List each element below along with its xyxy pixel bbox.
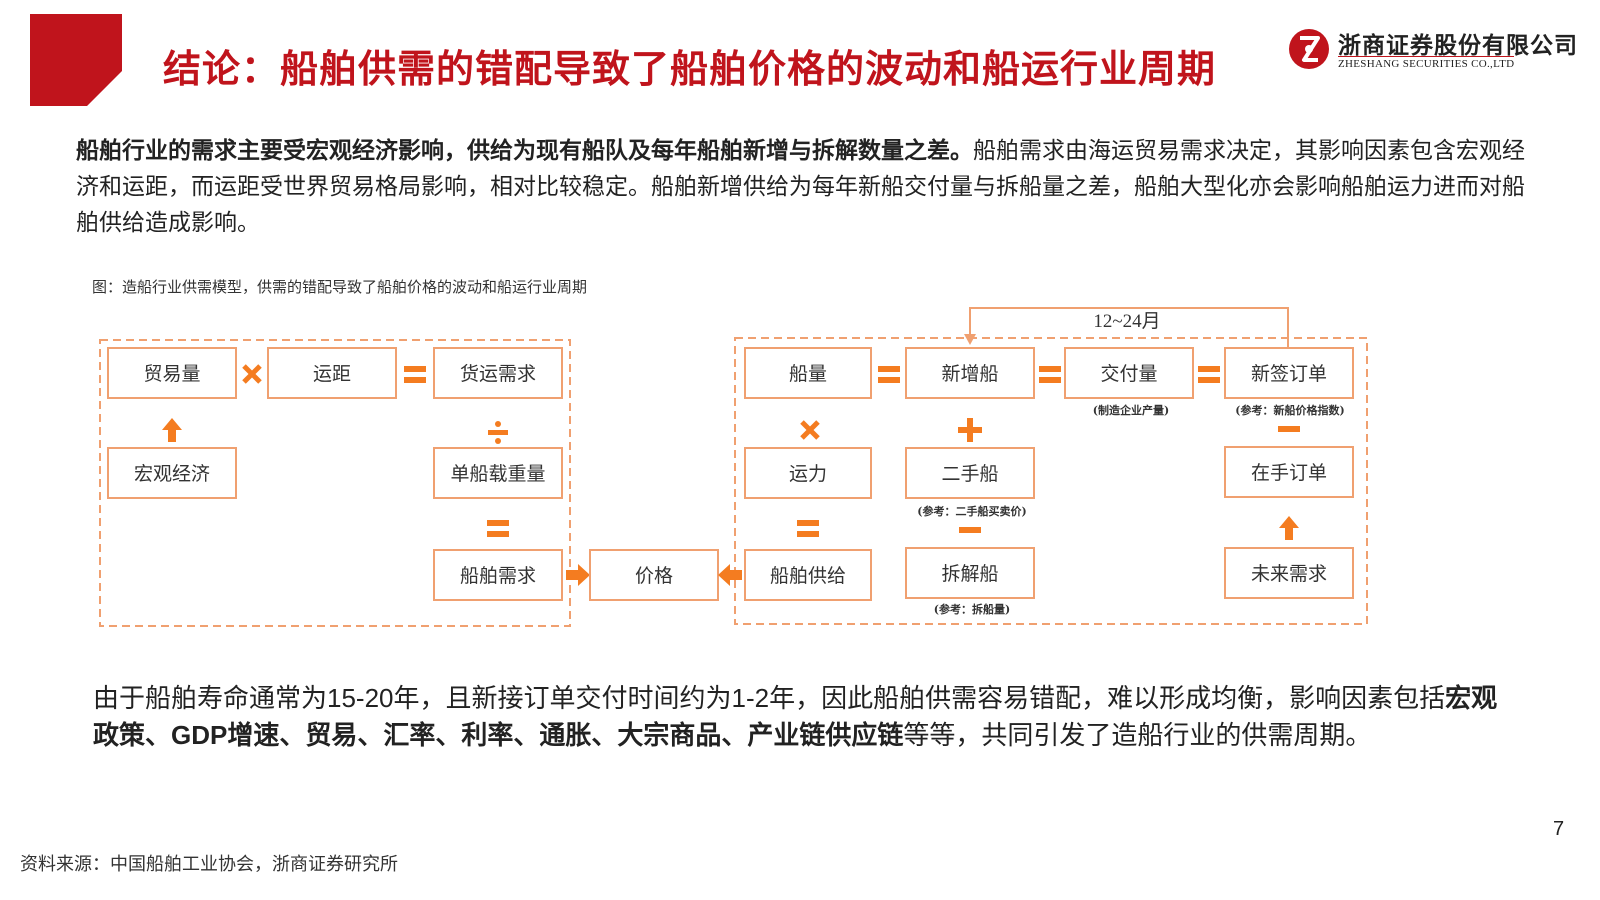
page-title: 结论：船舶供需的错配导致了船舶价格的波动和船运行业周期: [163, 47, 1217, 91]
note-deliveries: (制造企业产量): [1093, 403, 1169, 417]
node-new-ships-label: 新增船: [941, 363, 998, 385]
node-macro: 宏观经济: [107, 447, 237, 499]
node-ship-supply: 船舶供给: [744, 549, 872, 601]
node-load-weight-label: 单船载重量: [450, 463, 545, 485]
node-new-orders: 新签订单: [1224, 347, 1354, 399]
left-arrow-icon: [718, 564, 742, 586]
logo-company-name-en: ZHESHANG SECURITIES CO.,LTD: [1338, 56, 1515, 70]
equals-icon: [487, 520, 509, 537]
node-distance: 运距: [267, 347, 397, 399]
cycle-label: 12~24月: [1093, 311, 1160, 332]
node-second-hand: 二手船: [905, 447, 1035, 499]
node-new-ships: 新增船: [905, 347, 1035, 399]
node-new-orders-label: 新签订单: [1251, 363, 1327, 385]
node-load-weight: 单船载重量: [433, 447, 563, 499]
minus-icon: [959, 527, 981, 533]
equals-icon: [1198, 366, 1220, 383]
node-trade-volume: 贸易量: [107, 347, 237, 399]
node-ship-supply-label: 船舶供给: [770, 565, 846, 587]
supply-group-border: [734, 337, 1368, 625]
node-capacity: 运力: [744, 447, 872, 499]
node-price: 价格: [589, 549, 719, 601]
node-orderbook-label: 在手订单: [1251, 462, 1327, 484]
node-deliveries: 交付量: [1064, 347, 1194, 399]
node-capacity-label: 运力: [789, 463, 827, 485]
node-future-demand: 未来需求: [1224, 547, 1354, 599]
source-note: 资料来源：中国船舶工业协会，浙商证券研究所: [20, 854, 398, 874]
minus-icon: [1278, 426, 1300, 432]
intro-bold: 船舶行业的需求主要受宏观经济影响，供给为现有船队及每年船舶新增与拆解数量之差。: [76, 137, 973, 164]
logo-mark-icon: [1289, 29, 1329, 69]
equals-icon: [878, 366, 900, 383]
cycle-connector-arrowhead: [964, 334, 976, 345]
conclusion-bold: 宏观政策、GDP增速、贸易、汇率、利率、通胀、大宗商品、产业链供应链: [93, 683, 1498, 750]
note-scrapping: (参考：拆船量): [934, 602, 1010, 616]
node-price-label: 价格: [635, 565, 673, 587]
demand-group-border: [99, 339, 571, 627]
node-fleet-label: 船量: [789, 363, 827, 385]
header-accent-block: [30, 14, 122, 106]
node-deliveries-label: 交付量: [1100, 363, 1157, 385]
node-freight-demand-label: 货运需求: [460, 363, 536, 385]
node-scrapping: 拆解船: [905, 547, 1035, 599]
conclusion-paragraph: 由于船舶寿命通常为15-20年，且新接订单交付时间约为1-2年，因此船舶供需容易…: [93, 680, 1513, 754]
intro-paragraph: 船舶行业的需求主要受宏观经济影响，供给为现有船队及每年船舶新增与拆解数量之差。船…: [76, 133, 1536, 241]
node-second-hand-label: 二手船: [941, 463, 998, 485]
node-future-demand-label: 未来需求: [1251, 563, 1327, 585]
equals-icon: [404, 366, 426, 383]
note-second-hand: (参考：二手船买卖价): [917, 504, 1026, 518]
node-scrapping-label: 拆解船: [941, 563, 998, 585]
equals-icon: [1039, 366, 1061, 383]
node-ship-demand: 船舶需求: [433, 549, 563, 601]
node-fleet: 船量: [744, 347, 872, 399]
node-ship-demand-label: 船舶需求: [460, 565, 536, 587]
supply-demand-diagram: 12~24月 贸易量 运距 货运需求 宏观经济 单船载重量: [99, 307, 1368, 627]
right-arrow-icon: [566, 564, 590, 586]
plus-icon: [958, 418, 982, 442]
conclusion-part1: 由于船舶寿命通常为15-20年，且新接订单交付时间约为1-2年，因此船舶供需容易…: [93, 683, 1446, 713]
up-arrow-icon: [162, 418, 182, 442]
figure-caption: 图：造船行业供需模型，供需的错配导致了船舶价格的波动和船运行业周期: [92, 278, 588, 296]
note-new-orders: (参考：新船价格指数): [1235, 403, 1344, 417]
page-number: 7: [1553, 818, 1565, 840]
equals-icon: [797, 520, 819, 537]
multiply-icon: [800, 420, 820, 440]
multiply-icon: [242, 364, 262, 384]
node-orderbook: 在手订单: [1224, 446, 1354, 498]
conclusion-part2: 等等，共同引发了造船行业的供需周期。: [903, 720, 1372, 750]
node-trade-volume-label: 贸易量: [143, 363, 200, 385]
cycle-connector-line: [969, 307, 1289, 348]
intro-rest: 船舶需求由海运贸易需求决定，其影响因素包含宏观经济和运距，而运距受世界贸易格局影…: [76, 138, 1525, 236]
divide-icon: [488, 421, 508, 444]
node-freight-demand: 货运需求: [433, 347, 563, 399]
company-logo: 浙商证券股份有限公司 ZHESHANG SECURITIES CO.,LTD: [1288, 26, 1588, 76]
up-arrow-icon: [1279, 516, 1299, 540]
logo-company-name-cn: 浙商证券股份有限公司: [1338, 32, 1578, 59]
node-macro-label: 宏观经济: [134, 463, 210, 485]
node-distance-label: 运距: [313, 363, 351, 385]
